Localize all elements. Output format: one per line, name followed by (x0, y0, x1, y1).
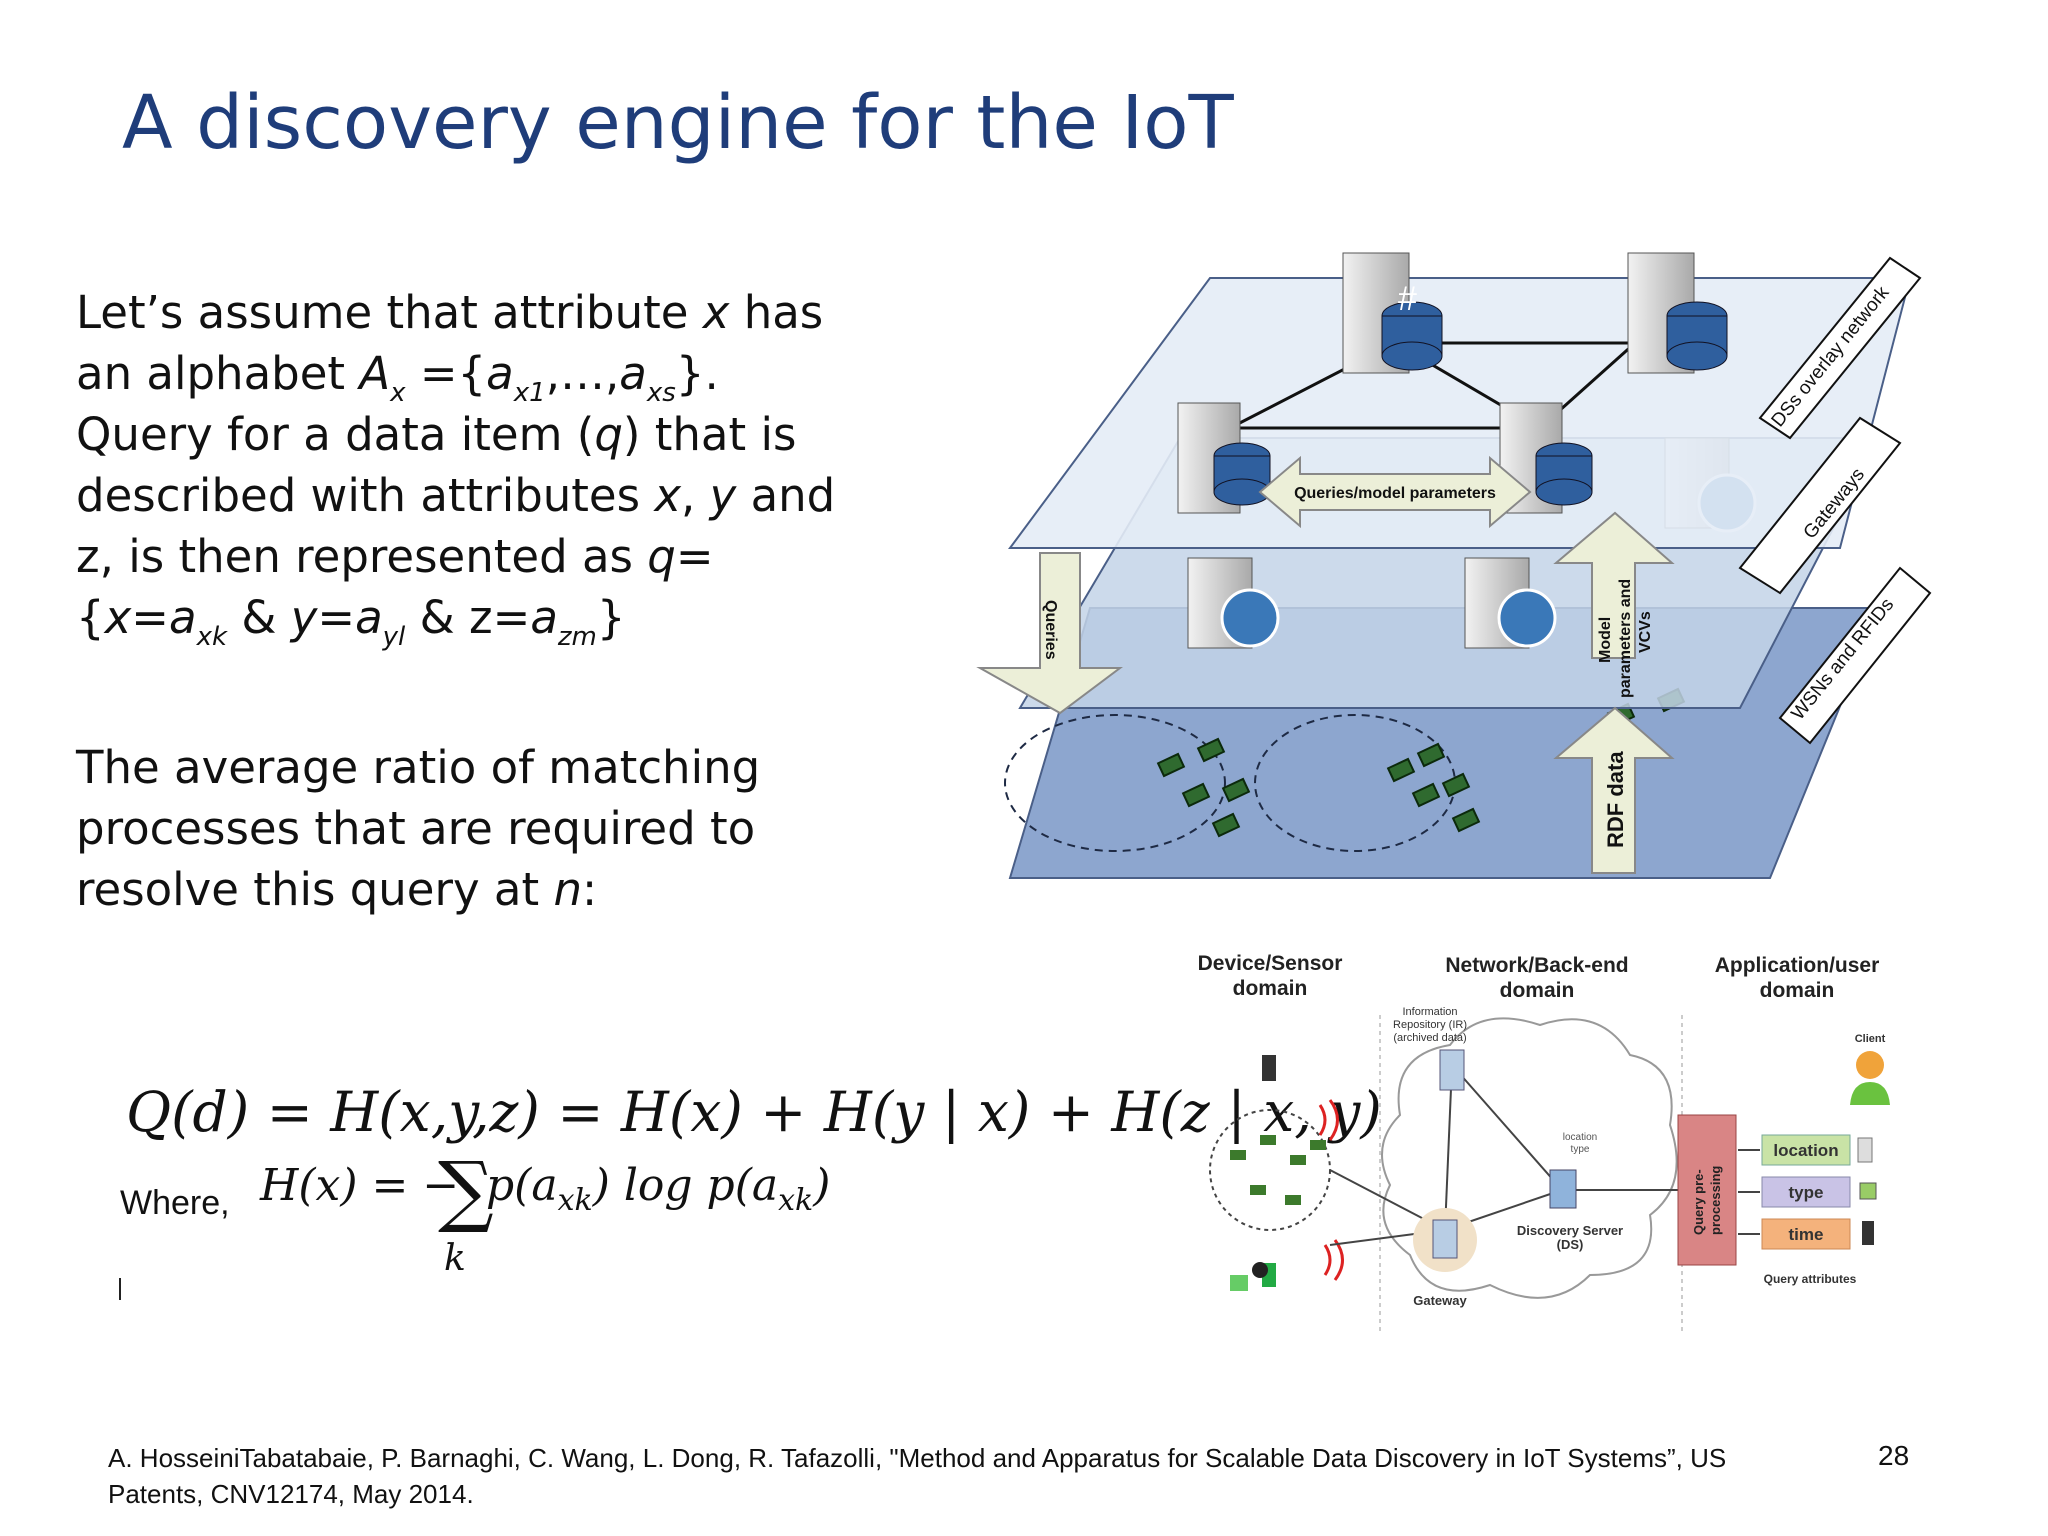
sensor-cluster (1209, 1109, 1331, 1231)
model-label-3: VCVs (1637, 611, 1654, 653)
sigma-subscript: k (444, 1238, 466, 1279)
sensor-cluster-1 (1004, 714, 1226, 852)
queries-label: Queries (1042, 600, 1059, 660)
location-type-label-1: location (1563, 1132, 1597, 1143)
device-domain-title-1: Device/Sensor (1198, 952, 1343, 975)
ds-server-icons (1177, 252, 1728, 514)
location-attr-label: location (1773, 1141, 1838, 1160)
attribute-arrows (1738, 1149, 1760, 1235)
info-repo-label-1: Information (1402, 1006, 1457, 1018)
query-pre-label-2: processing (1708, 1166, 1723, 1235)
hash-mark: # (1398, 280, 1417, 318)
entropy-formula: Q(d) = H(x,y,z) = H(x) + H(y | x) + H(z … (126, 1080, 1382, 1144)
citation-footnote: A. HosseiniTabatabaie, P. Barnaghi, C. W… (108, 1443, 1727, 1509)
paragraph-query-definition: Let’s assume that attribute x has an alp… (76, 286, 836, 652)
app-domain-title-1: Application/user (1715, 954, 1880, 977)
discovery-server-icon (1549, 1169, 1577, 1209)
type-attr-label: type (1789, 1183, 1824, 1202)
time-attr-box (1761, 1218, 1851, 1250)
network-domain-title-1: Network/Back-end (1445, 954, 1628, 977)
rdf-data-arrow (1553, 706, 1675, 874)
discovery-server-label-2: (DS) (1557, 1237, 1584, 1252)
location-type-label-2: type (1571, 1144, 1590, 1155)
query-attributes-label: Query attributes (1764, 1272, 1857, 1286)
queries-arrow (976, 552, 1123, 715)
model-label-2: parameters and (1617, 579, 1634, 698)
query-pre-label-1: Query pre- (1691, 1169, 1706, 1235)
layered-architecture-figure: # Queries/model parameters Queries Model… (976, 252, 1932, 879)
sensor-icons (1230, 1135, 1326, 1205)
wireless-signal-icons (1318, 1099, 1344, 1281)
page-number: 28 (1878, 1440, 1910, 1471)
info-repo-label-2: Repository (IR) (1393, 1019, 1467, 1031)
information-repository-icon (1439, 1049, 1465, 1091)
attribute-device-icons (1857, 1137, 1877, 1245)
gateway-icon (1432, 1219, 1458, 1259)
layer-label-tags (1738, 256, 1932, 745)
sigma-symbol: ∑ (438, 1146, 494, 1236)
text-cursor (119, 1278, 121, 1300)
rdf-data-label: RDF data (1603, 751, 1628, 848)
query-preprocessing-box (1677, 1114, 1737, 1266)
slide-title: A discovery engine for the IoT (122, 80, 1234, 166)
type-attr-box (1761, 1176, 1851, 1208)
client-body-icon (1850, 1082, 1890, 1105)
device-icons (1230, 1055, 1276, 1291)
device-domain-title-2: domain (1233, 977, 1308, 1000)
network-domain-title-2: domain (1500, 979, 1575, 1002)
client-label: Client (1855, 1033, 1886, 1045)
discovery-server-label-1: Discovery Server (1517, 1223, 1623, 1238)
app-domain-title-2: domain (1760, 979, 1835, 1002)
connection-lines (1329, 1064, 1690, 1246)
queries-model-arrow (1258, 455, 1532, 529)
queries-model-label: Queries/model parameters (1294, 485, 1496, 502)
model-label-1: Model (1597, 617, 1614, 663)
paragraph-matching-ratio: The average ratio of matching processes … (76, 741, 761, 916)
info-repo-label-3: (archived data) (1393, 1032, 1466, 1044)
time-attr-label: time (1789, 1225, 1824, 1244)
where-label: Where, (120, 1184, 230, 1222)
hx-rhs: p(axk) log p(axk) (486, 1160, 831, 1218)
client-head-icon (1856, 1051, 1884, 1079)
hx-lhs: H(x) = − (260, 1160, 460, 1211)
gateway-label: Gateway (1413, 1293, 1467, 1308)
domain-architecture-figure: Device/Sensor domain Network/Back-end do… (1198, 952, 1890, 1335)
model-parameters-arrow (1553, 511, 1675, 659)
location-attr-box (1761, 1134, 1851, 1166)
